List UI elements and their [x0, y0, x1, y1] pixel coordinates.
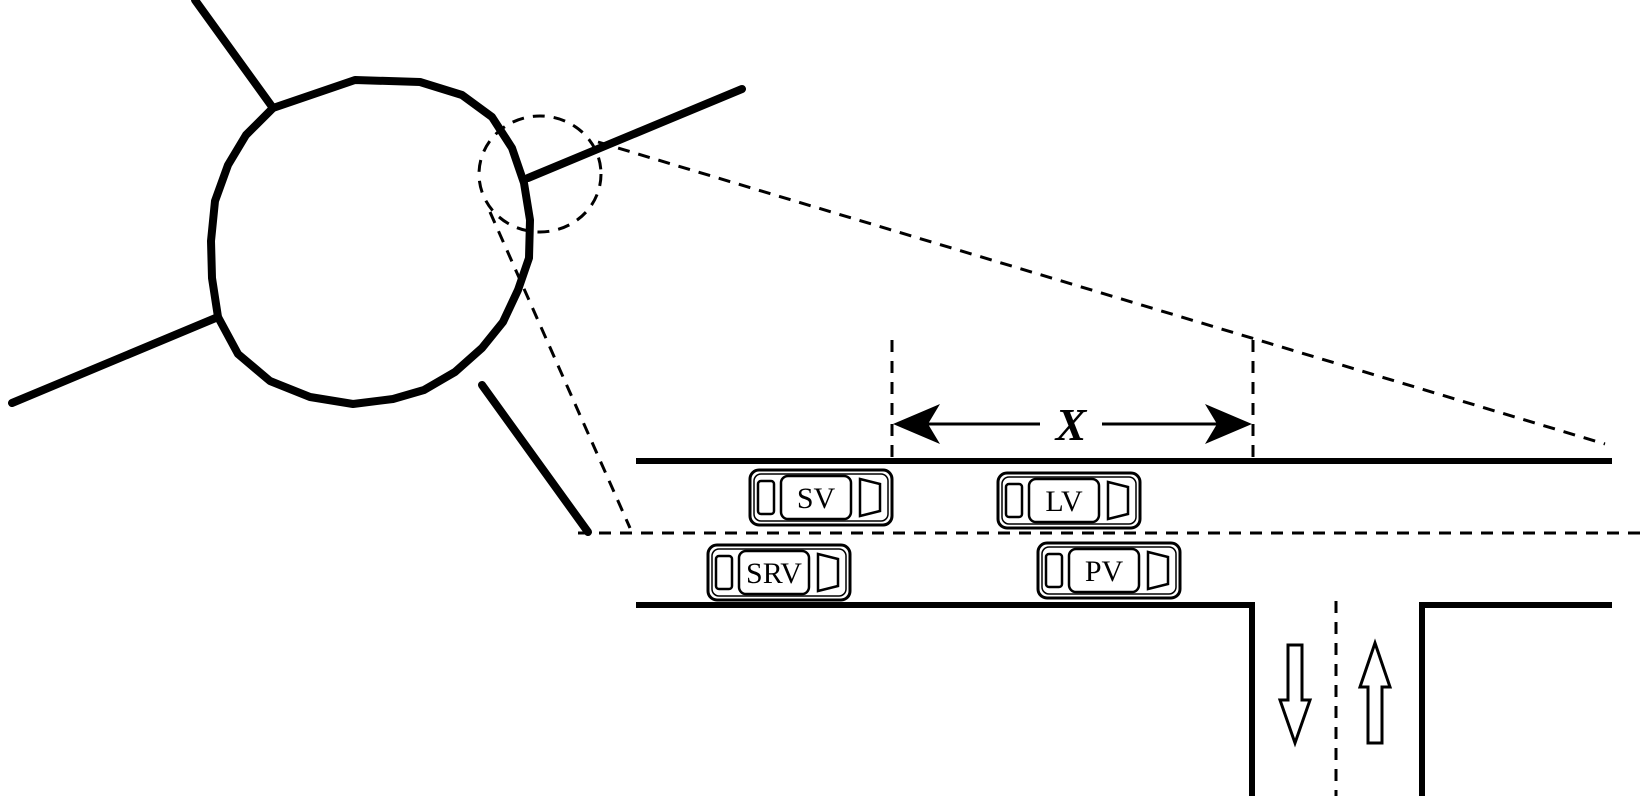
- roundabout-ring: [207, 76, 534, 408]
- vehicle-label-sv: SV: [797, 482, 836, 515]
- distance-indicator: X: [890, 340, 1255, 461]
- zoom-line-upper: [597, 140, 1606, 446]
- vehicle-pv: PV: [1036, 541, 1182, 600]
- vehicle-srv: SRV: [706, 543, 852, 602]
- arrow-down-icon: [1277, 643, 1313, 748]
- roundabout-arm-ne: [524, 85, 746, 182]
- vehicle-label-lv: LV: [1045, 485, 1083, 518]
- roundabout-overview: [8, 0, 746, 536]
- distance-arrow-left-head: [893, 404, 940, 444]
- vehicle-lv: LV: [996, 471, 1142, 530]
- roundabout-arm-se: [478, 381, 592, 536]
- zoom-indicator: [477, 114, 1606, 529]
- vehicle-sv: SV: [748, 468, 894, 527]
- distance-label: X: [1054, 399, 1088, 450]
- roundabout-arm-nw: [191, 0, 277, 112]
- road-detail: [578, 458, 1641, 796]
- distance-arrow-right-head: [1205, 404, 1252, 444]
- side-road-arrows: [1277, 638, 1393, 748]
- arrow-up-icon: [1357, 638, 1393, 745]
- vehicle-label-srv: SRV: [746, 557, 802, 590]
- zoom-line-lower: [488, 211, 632, 529]
- zoom-circle: [477, 114, 603, 234]
- vehicle-label-pv: PV: [1085, 555, 1124, 588]
- roundabout-arm-sw: [8, 313, 222, 407]
